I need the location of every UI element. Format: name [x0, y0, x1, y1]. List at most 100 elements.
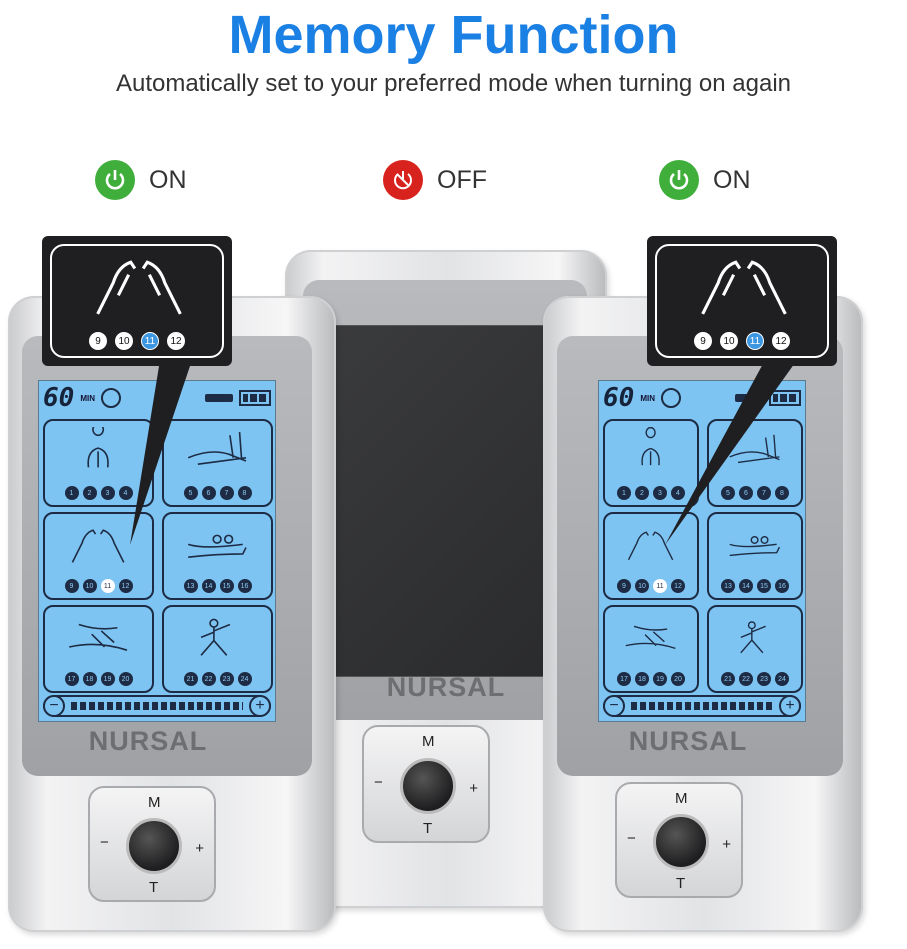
power-state-1: ON — [95, 160, 187, 200]
callout-mode-number: 11 — [141, 332, 159, 350]
mode-button[interactable]: M — [675, 790, 688, 807]
mode-number[interactable]: 6 — [739, 486, 753, 500]
callout-mode-number: 9 — [694, 332, 712, 350]
mode-number[interactable]: 21 — [721, 672, 735, 686]
mode-number[interactable]: 8 — [775, 486, 789, 500]
mode-number[interactable]: 17 — [64, 672, 79, 686]
timer-unit: MIN — [80, 393, 95, 403]
mode-number[interactable]: 13 — [721, 579, 735, 593]
mode-number[interactable]: 14 — [201, 579, 216, 593]
callout-mode-number: 12 — [167, 332, 185, 350]
intensity-level-ticks — [71, 702, 243, 710]
cupping-icon — [188, 534, 248, 558]
mode-panel-kneading[interactable]: 9 10 11 12 — [603, 512, 699, 600]
increase-button[interactable]: + — [722, 836, 731, 853]
mode-number[interactable]: 12 — [671, 579, 685, 593]
mode-number[interactable]: 11 — [100, 579, 115, 593]
key-lock-icon — [205, 394, 233, 402]
callout-mode-number: 10 — [720, 332, 738, 350]
mode-number[interactable]: 24 — [775, 672, 789, 686]
mode-number[interactable]: 3 — [100, 486, 115, 500]
mode-numbers: 21 22 23 24 — [709, 672, 801, 686]
power-icon — [95, 160, 135, 200]
mode-number[interactable]: 10 — [82, 579, 97, 593]
mode-number[interactable]: 9 — [617, 579, 631, 593]
acupuncture-icon — [188, 432, 247, 465]
mode-number[interactable]: 16 — [775, 579, 789, 593]
mode-number[interactable]: 5 — [721, 486, 735, 500]
mode-number[interactable]: 23 — [757, 672, 771, 686]
mode-number[interactable]: 3 — [653, 486, 667, 500]
mode-button[interactable]: M — [422, 733, 435, 750]
mode-number[interactable]: 24 — [237, 672, 252, 686]
mode-number[interactable]: 13 — [183, 579, 198, 593]
timer-button[interactable]: T — [423, 820, 433, 837]
mode-number[interactable]: 7 — [219, 486, 234, 500]
mode-number[interactable]: 22 — [739, 672, 753, 686]
mode-number[interactable]: 4 — [671, 486, 685, 500]
decrease-button[interactable]: − — [100, 834, 109, 851]
timer-button[interactable]: T — [676, 875, 686, 892]
power-knob[interactable] — [126, 818, 182, 874]
mode-number[interactable]: 17 — [617, 672, 631, 686]
power-icon — [659, 160, 699, 200]
increase-button[interactable]: + — [195, 840, 204, 857]
decrease-button[interactable]: − — [627, 830, 636, 847]
mode-number[interactable]: 16 — [237, 579, 252, 593]
mode-number[interactable]: 5 — [183, 486, 198, 500]
mode-number[interactable]: 19 — [100, 672, 115, 686]
mode-panel-tai-chi[interactable]: 21 22 23 24 — [707, 605, 803, 693]
mode-number[interactable]: 4 — [118, 486, 133, 500]
mode-number[interactable]: 21 — [183, 672, 198, 686]
power-knob[interactable] — [653, 814, 709, 870]
mode-number[interactable]: 20 — [118, 672, 133, 686]
mode-number[interactable]: 11 — [653, 579, 667, 593]
mode-number[interactable]: 8 — [237, 486, 252, 500]
mode-number[interactable]: 2 — [82, 486, 97, 500]
timer-display: 60 — [603, 383, 635, 413]
mode-number[interactable]: 7 — [757, 486, 771, 500]
mode-panel-massage[interactable]: 17 18 19 20 — [603, 605, 699, 693]
mode-button[interactable]: M — [148, 794, 161, 811]
mode-number[interactable]: 14 — [739, 579, 753, 593]
intensity-minus: − — [43, 695, 65, 717]
battery-icon — [769, 390, 801, 406]
mode-number[interactable]: 20 — [671, 672, 685, 686]
neck-shoulder-icon — [641, 427, 661, 466]
mode-number[interactable]: 23 — [219, 672, 234, 686]
mode-number[interactable]: 22 — [201, 672, 216, 686]
power-off-icon — [383, 160, 423, 200]
power-knob[interactable] — [400, 758, 456, 814]
mode-number[interactable]: 18 — [82, 672, 97, 686]
callout-frame — [50, 244, 224, 358]
increase-button[interactable]: + — [469, 780, 478, 797]
decrease-button[interactable]: − — [374, 774, 383, 791]
mode-number[interactable]: 10 — [635, 579, 649, 593]
mode-number[interactable]: 15 — [757, 579, 771, 593]
mode-number[interactable]: 2 — [635, 486, 649, 500]
mode-number[interactable]: 18 — [635, 672, 649, 686]
mode-number[interactable]: 9 — [64, 579, 79, 593]
mode-number[interactable]: 1 — [64, 486, 79, 500]
mode-number[interactable]: 15 — [219, 579, 234, 593]
mode-panel-cupping[interactable]: 13 14 15 16 — [707, 512, 803, 600]
mode-number[interactable]: 19 — [653, 672, 667, 686]
mode-number[interactable]: 1 — [617, 486, 631, 500]
mode-number[interactable]: 6 — [201, 486, 216, 500]
power-state-label: ON — [149, 165, 187, 194]
mode-number[interactable]: 12 — [118, 579, 133, 593]
timer-button[interactable]: T — [149, 879, 159, 896]
